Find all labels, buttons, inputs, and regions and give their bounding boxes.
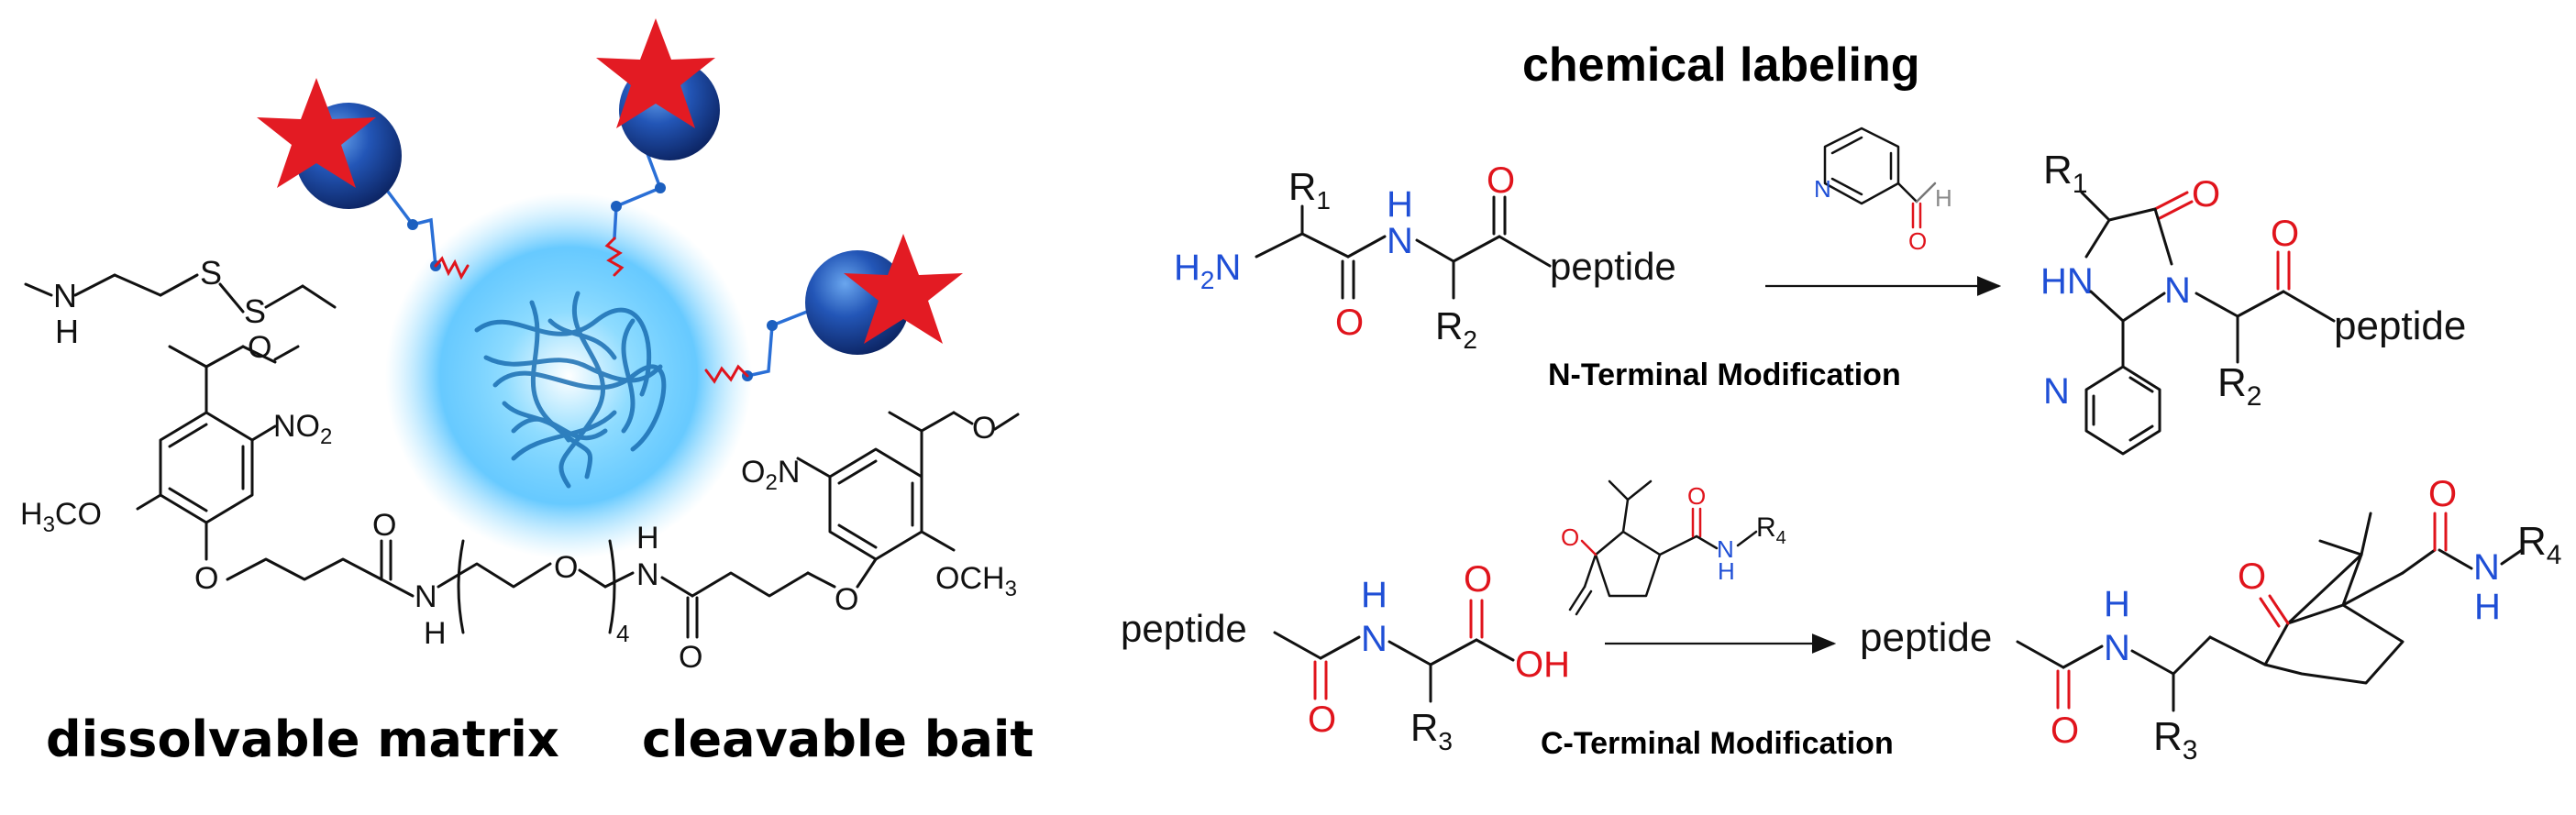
cp-o-ketone: O [2238,556,2266,597]
reagent-o-ketone: O [1561,523,1579,551]
r2-label: R2 [1435,304,1477,354]
o-top: O [1487,160,1515,201]
o-amide: O [1335,303,1364,343]
h2n-label: H2N [1174,248,1241,294]
bait-probe-right [704,234,963,384]
amine-disulfide-fragment: N H S S [24,254,337,350]
c-terminal-reagent: O O N H R4 [1561,479,1786,616]
bait-probe-top-left [257,78,470,281]
amide1-o: O [372,508,396,543]
prod-peptide: peptide [2334,303,2466,348]
reagent-n: N [1814,175,1831,203]
prod-hn: HN [2040,261,2094,302]
amide1-h: H [424,616,447,651]
r1-label: R1 [1288,165,1331,215]
amine-h: H [55,313,79,350]
matrix-network [474,291,667,489]
c-nh-h: H [1361,575,1388,615]
c-nh-n: N [1361,619,1388,659]
prod-r1-label: R1 [2043,148,2087,199]
peg-o: O [554,550,578,585]
cp-o-amide: O [2051,710,2079,751]
c-terminal-label: C-Terminal Modification [1541,726,1894,761]
r3-label: R3 [1410,706,1453,755]
right-ether-o: O [835,582,858,617]
n-terminal-label: N-Terminal Modification [1548,358,1901,392]
left-methoxy-o: O [248,330,271,365]
left-nitro-label: NO2 [273,409,332,449]
bait-probe-top-center [596,18,720,277]
reagent-o: O [1908,227,1927,255]
right-methoxy-o: O [972,411,996,446]
amide2-h: H [636,521,659,556]
prod-o-top: O [2271,214,2299,254]
left-ether-o: O [194,561,218,596]
cleavable-linker-molecule: O NO2 H3CO O O N H O 4 H N [20,330,1020,675]
cp-peptide: peptide [1860,615,1992,660]
right-methoxy-label: OCH3 [935,561,1017,601]
reagent-n: N [1717,535,1734,563]
c-terminal-reactant: peptide O N H R3 O OH [1121,559,1570,755]
c-o-amide: O [1308,699,1336,740]
reagent-h: H [1718,557,1735,585]
n-terminal-product: R1 O HN N N R2 O [2040,148,2466,456]
prod-o-ring: O [2192,174,2220,215]
c-oh: OH [1515,644,1570,685]
nh-h: H [1387,184,1413,225]
cp-nh-n: N [2104,628,2130,668]
left-panel: N H S S O NO2 H3CO O [20,18,1034,768]
prod-n: N [2164,270,2191,311]
reagent-r4: R4 [1756,512,1786,548]
right-nitro-label: O2N [741,455,800,495]
n-terminal-reagent: N H O [1814,127,1952,255]
cp-h: H [2474,587,2501,627]
amine-n: N [53,277,77,314]
c-terminal-product: peptide O N H R3 O O [1860,474,2561,765]
cp-r3-label: R3 [2153,714,2197,765]
amide1-n: N [415,579,437,614]
cleavable-bait-label: cleavable bait [642,710,1034,768]
n-terminal-reactant: H2N R1 O N H R2 O peptide [1174,160,1676,354]
nh-n: N [1387,221,1413,261]
matrix-particle [385,193,752,559]
right-panel: chemical labeling H2N R1 O N H R2 O pept… [1121,39,2561,765]
reagent-h: H [1935,184,1952,212]
peg-repeat: 4 [616,620,629,647]
amide2-o: O [679,640,702,675]
amide2-n: N [636,557,659,592]
chemical-labeling-heading: chemical labeling [1522,39,1920,92]
dissolvable-matrix-label: dissolvable matrix [46,710,559,768]
prod-r2-label: R2 [2217,360,2261,412]
c-o-top: O [1464,559,1492,600]
cp-nh-h: H [2104,584,2130,624]
reagent-o-amide: O [1687,482,1706,510]
sulfur-2: S [244,292,266,330]
peptide-label: peptide [1550,245,1676,288]
star-label [257,78,376,188]
left-methoxy-label: H3CO [20,497,102,537]
cp-o-top: O [2428,474,2457,514]
prod-pyr-n: N [2043,371,2070,412]
sulfur-1: S [200,254,222,292]
c-peptide-label: peptide [1121,607,1247,650]
cp-r4: R4 [2517,519,2561,570]
cp-n: N [2473,547,2500,588]
star-label [596,18,715,128]
star-label [844,234,963,344]
